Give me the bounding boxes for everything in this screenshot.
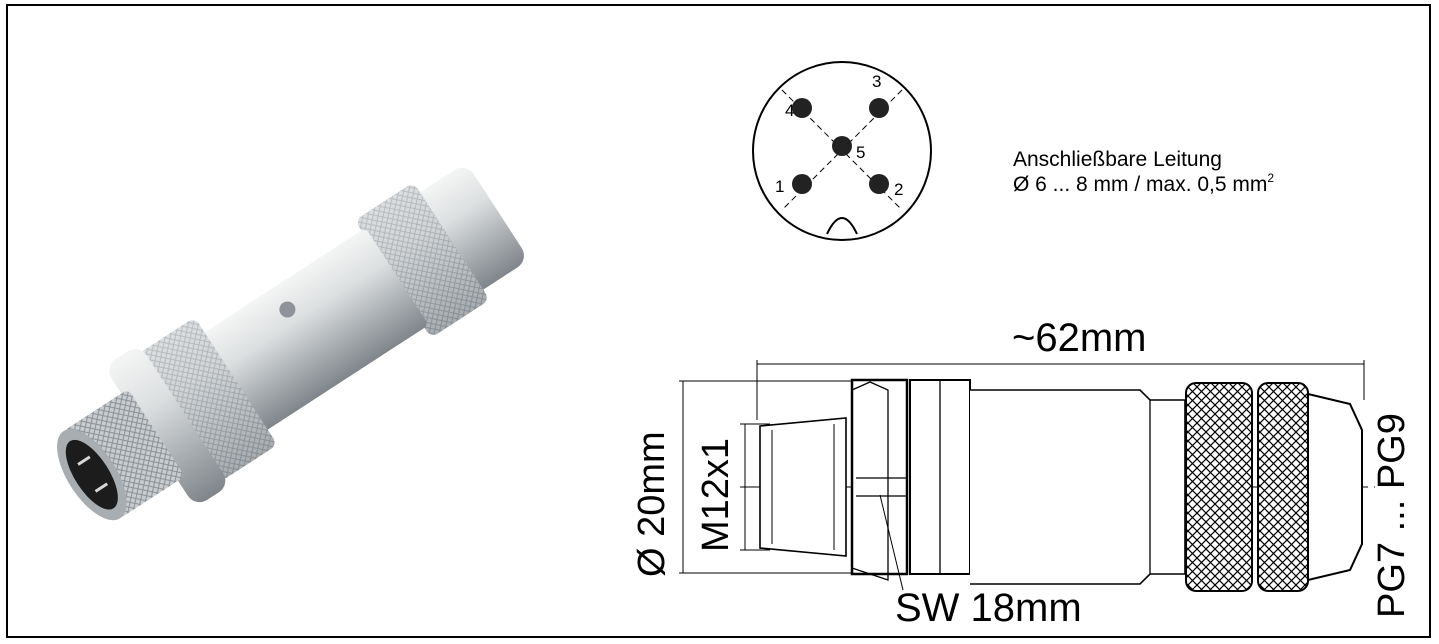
drawing-frame bbox=[6, 4, 1431, 638]
thread-photo bbox=[64, 391, 183, 517]
flange-photo bbox=[109, 349, 226, 503]
cable-title: Anschließbare Leitung bbox=[1013, 148, 1222, 171]
cable-spec: Ø 6 ... 8 mm / max. 0,5 mm2 bbox=[1013, 171, 1275, 197]
diameter-label: Ø 20mm bbox=[631, 431, 673, 577]
cable-spec-superscript: 2 bbox=[1267, 171, 1275, 185]
wrench-size-label: SW 18mm bbox=[895, 586, 1082, 630]
vent-hole-photo bbox=[279, 301, 296, 318]
connector-photo bbox=[57, 167, 524, 521]
thread-label: M12x1 bbox=[695, 437, 737, 552]
front-knurl-shade bbox=[140, 320, 275, 479]
cable-nut-photo bbox=[408, 167, 524, 296]
cable-spec-text: Ø 6 ... 8 mm / max. 0,5 mm bbox=[1013, 173, 1268, 196]
length-label: ~62mm bbox=[1012, 316, 1147, 360]
body-photo bbox=[200, 230, 427, 432]
plug-pin-photo bbox=[77, 455, 91, 466]
rear-knurl-shade bbox=[357, 185, 487, 335]
plug-pin-photo bbox=[94, 482, 109, 493]
gland-range-label: PG7 ... PG9 bbox=[1371, 413, 1413, 618]
plug-insert-photo bbox=[65, 439, 118, 510]
